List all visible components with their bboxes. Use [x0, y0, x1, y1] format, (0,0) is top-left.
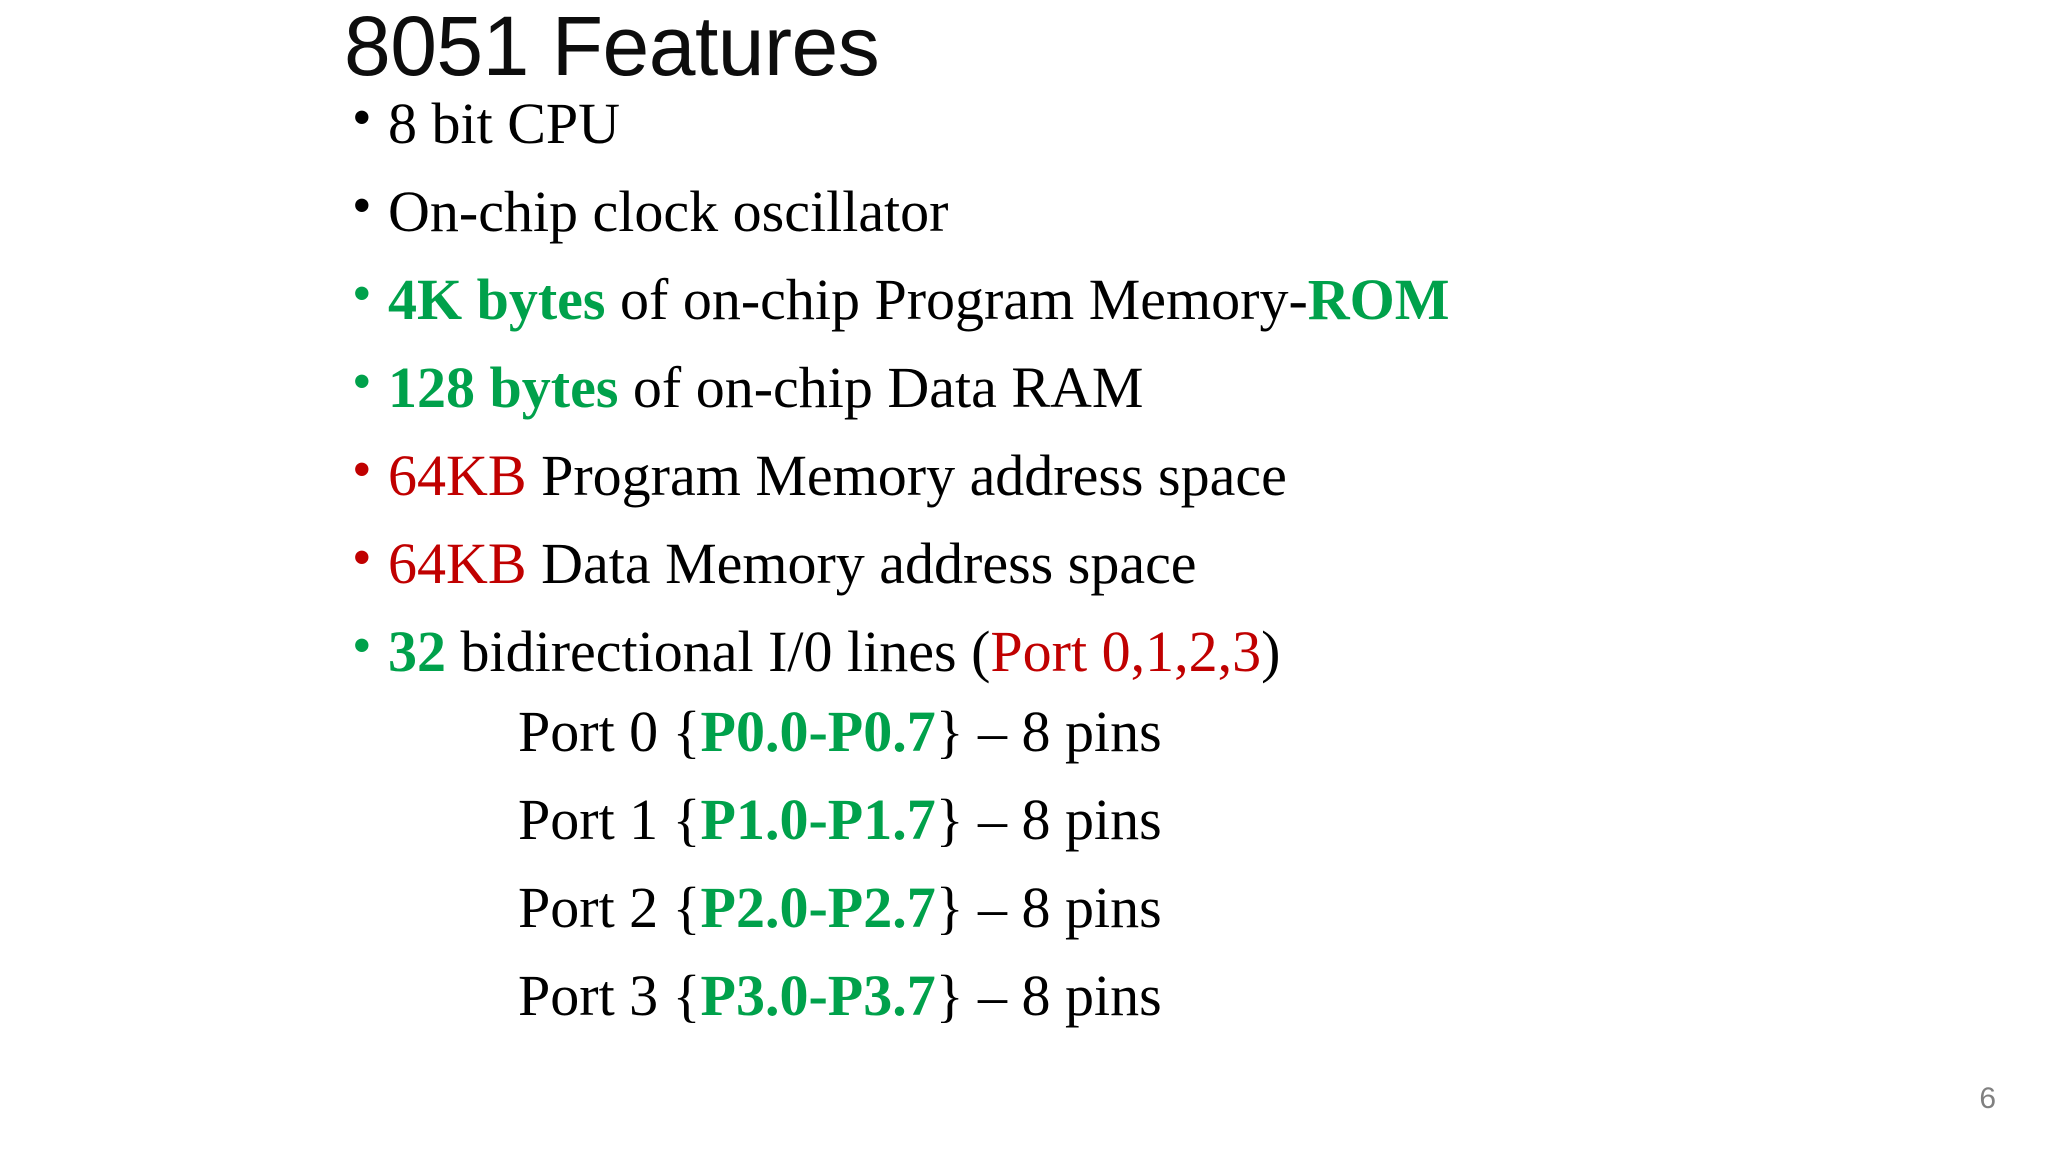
port-detail-line: Port 1 { P1.0-P1.7 } – 8 pins: [518, 776, 1718, 864]
text-run: Port 1 {: [518, 787, 701, 852]
port-detail-line: Port 3 { P3.0-P3.7 } – 8 pins: [518, 952, 1718, 1040]
text-run: 64KB: [388, 443, 527, 508]
bullet-item: • 64KB Program Memory address space: [352, 432, 1852, 520]
bullet-item: • 128 bytes of on-chip Data RAM: [352, 344, 1852, 432]
text-run: } – 8 pins: [935, 963, 1162, 1028]
text-run: On-chip clock oscillator: [388, 179, 949, 244]
text-run: P0.0-P0.7: [700, 699, 936, 764]
text-run: ): [1261, 619, 1281, 684]
slide-title: 8051 Features: [344, 0, 880, 93]
text-run: Port 3 {: [518, 963, 701, 1028]
text-run: Program Memory address space: [526, 443, 1287, 508]
bullet-point-icon: •: [352, 439, 372, 501]
text-run: 4K bytes: [388, 267, 606, 332]
bullet-point-icon: •: [352, 175, 372, 237]
bullet-item-label: On-chip clock oscillator: [388, 183, 949, 241]
text-run: } – 8 pins: [935, 787, 1162, 852]
text-run: of on-chip Program Memory-: [605, 267, 1308, 332]
text-run: Port 0 {: [518, 699, 701, 764]
bullet-item: • 32 bidirectional I/0 lines (Port 0,1,2,…: [352, 608, 1852, 696]
text-run: P3.0-P3.7: [700, 963, 936, 1028]
text-run: 64KB: [388, 531, 527, 596]
bullet-item: • On-chip clock oscillator: [352, 168, 1852, 256]
bullet-point-icon: •: [352, 351, 372, 413]
bullet-item-label: 4K bytes of on-chip Program Memory-ROM: [388, 271, 1450, 329]
bullet-item-label: 64KB Program Memory address space: [388, 447, 1287, 505]
text-run: bidirectional I/0 lines (: [446, 619, 991, 684]
port-detail-line: Port 0 { P0.0-P0.7 } – 8 pins: [518, 688, 1718, 776]
text-run: 8 bit CPU: [388, 91, 621, 156]
text-run: 32: [388, 619, 446, 684]
bullet-item-label: 64KB Data Memory address space: [388, 535, 1197, 593]
bullet-point-icon: •: [352, 527, 372, 589]
bullet-item: • 8 bit CPU: [352, 80, 1852, 168]
text-run: 128 bytes: [388, 355, 619, 420]
text-run: P1.0-P1.7: [700, 787, 936, 852]
text-run: Port 0,1,2,3: [990, 619, 1262, 684]
bullet-point-icon: •: [352, 87, 372, 149]
bullet-item: • 64KB Data Memory address space: [352, 520, 1852, 608]
bullet-item-label: 128 bytes of on-chip Data RAM: [388, 359, 1144, 417]
bullet-item-label: 32 bidirectional I/0 lines (Port 0,1,2,3…: [388, 623, 1280, 681]
text-run: of on-chip Data RAM: [618, 355, 1144, 420]
text-run: } – 8 pins: [935, 875, 1162, 940]
port-detail-line: Port 2 { P2.0-P2.7 } – 8 pins: [518, 864, 1718, 952]
text-run: ROM: [1307, 267, 1450, 332]
text-run: } – 8 pins: [935, 699, 1162, 764]
bullet-item: • 4K bytes of on-chip Program Memory-ROM: [352, 256, 1852, 344]
bullet-point-icon: •: [352, 615, 372, 677]
text-run: Port 2 {: [518, 875, 701, 940]
bullet-item-label: 8 bit CPU: [388, 95, 620, 153]
bullet-point-icon: •: [352, 263, 372, 325]
text-run: P2.0-P2.7: [700, 875, 936, 940]
page-number: 6: [1979, 1082, 1996, 1115]
feature-bullet-list: • 8 bit CPU • On-chip clock oscillator • 4K b…: [352, 80, 1852, 696]
text-run: Data Memory address space: [526, 531, 1197, 596]
